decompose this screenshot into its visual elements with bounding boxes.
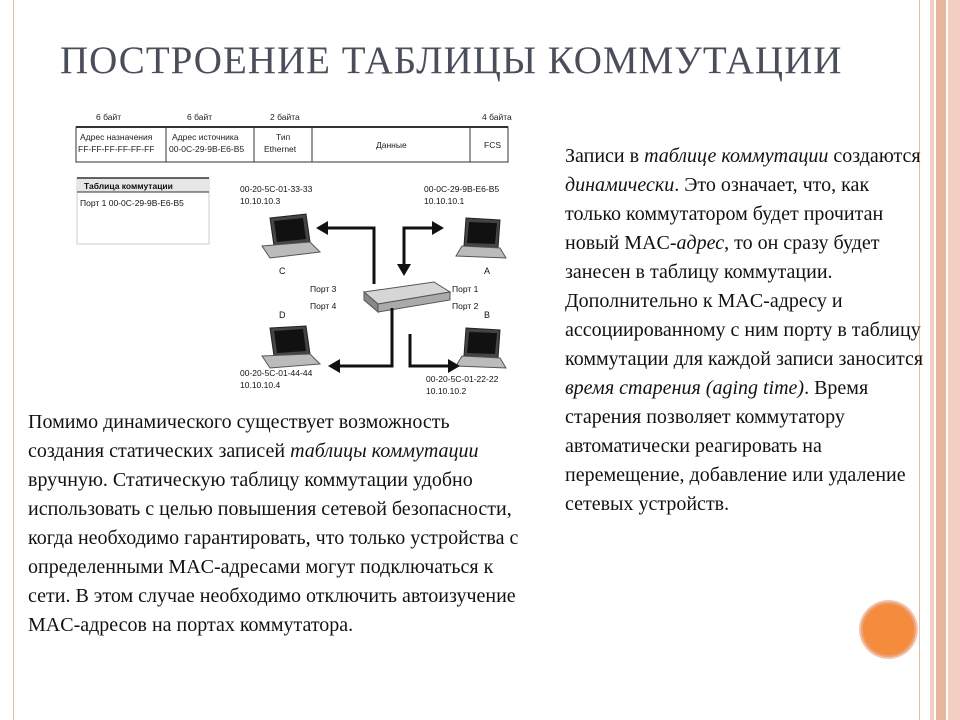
ethernet-frame: 6 байт 6 байт 2 байта 4 байта Адрес назн… — [75, 112, 512, 163]
right-text-d-emphasis: время старения (aging time) — [565, 377, 805, 399]
left-text-b: вручную. Статическую таблицу коммутации … — [28, 469, 519, 636]
port-4-label: Порт 4 — [310, 301, 337, 311]
type-value: Ethernet — [264, 144, 297, 154]
host-b-letter: B — [484, 310, 490, 320]
switch-table-row: Порт 1 00-0С-29-9В-Е6-В5 — [80, 198, 184, 208]
host-d-letter: D — [279, 310, 286, 320]
data-field: Данные — [376, 140, 407, 150]
network-diagram: 6 байт 6 байт 2 байта 4 байта Адрес назн… — [75, 112, 512, 396]
right-text-b-emphasis: динамически — [565, 174, 675, 196]
host-d-mac: 00-20-5C-01-44-44 — [240, 368, 313, 378]
left-text-emphasis: таблицы коммутации — [290, 440, 479, 462]
slide-frame — [13, 0, 920, 720]
right-text-c: . Это означает, что, как только коммутат… — [565, 174, 884, 254]
dest-value: FF-FF-FF-FF-FF-FF — [78, 144, 154, 154]
right-text-d: , то он сразу будет занесен в таблицу ко… — [565, 232, 924, 370]
host-a-ip: 10.10.10.1 — [424, 196, 464, 206]
orange-circle-decoration — [861, 602, 916, 657]
byte-label: 6 байт — [96, 112, 121, 122]
byte-label: 6 байт — [187, 112, 212, 122]
host-c-letter: C — [279, 266, 286, 276]
port-3-label: Порт 3 — [310, 284, 337, 294]
right-text-b: создаются — [828, 145, 921, 167]
right-text-c-emphasis: адрес — [676, 232, 725, 254]
host-d-ip: 10.10.10.4 — [240, 380, 280, 390]
host-a-letter: A — [484, 266, 490, 276]
switch-icon — [362, 281, 452, 314]
right-text-a: Записи в — [565, 145, 645, 167]
laptop-c-icon — [261, 213, 322, 259]
port-1-label: Порт 1 — [452, 284, 479, 294]
right-text-a-emphasis: таблице коммутации — [644, 145, 829, 167]
host-c-mac: 00-20-5C-01-33-33 — [240, 184, 313, 194]
laptop-d-icon — [261, 325, 322, 369]
laptop-b-icon — [455, 327, 507, 369]
src-value: 00-0C-29-9B-E6-B5 — [169, 144, 244, 154]
switch-table-title: Таблица коммутации — [84, 181, 173, 191]
host-c-ip: 10.10.10.3 — [240, 196, 280, 206]
type-label: Тип — [276, 132, 291, 142]
switch-table: Таблица коммутации Порт 1 00-0С-29-9В-Е6… — [76, 177, 210, 245]
host-a-mac: 00-0C-29-9B-E6-B5 — [424, 184, 499, 194]
host-b-ip: 10.10.10.2 — [426, 386, 466, 396]
dynamic-entries-paragraph: Записи в таблице коммутации создаются ди… — [565, 142, 930, 519]
decor-stripe — [936, 0, 946, 720]
dest-label: Адрес назначения — [80, 132, 153, 142]
src-label: Адрес источника — [172, 132, 239, 142]
decor-stripe — [948, 0, 960, 720]
left-text-a: Помимо динамического существует возможно… — [28, 411, 450, 462]
laptop-a-icon — [455, 217, 507, 259]
fcs-field: FCS — [484, 140, 501, 150]
decor-stripe — [930, 0, 934, 720]
byte-label: 4 байта — [482, 112, 512, 122]
byte-label: 2 байта — [270, 112, 300, 122]
port-2-label: Порт 2 — [452, 301, 479, 311]
host-b-mac: 00-20-5C-01-22-22 — [426, 374, 499, 384]
arrow-heads — [316, 221, 460, 373]
slide-title: ПОСТРОЕНИЕ ТАБЛИЦЫ КОММУТАЦИИ — [60, 39, 843, 82]
flow-arrows — [324, 226, 452, 368]
right-text-e: . Время старения позволяет коммутатору а… — [565, 377, 906, 515]
static-entries-paragraph: Помимо динамического существует возможно… — [28, 408, 528, 640]
